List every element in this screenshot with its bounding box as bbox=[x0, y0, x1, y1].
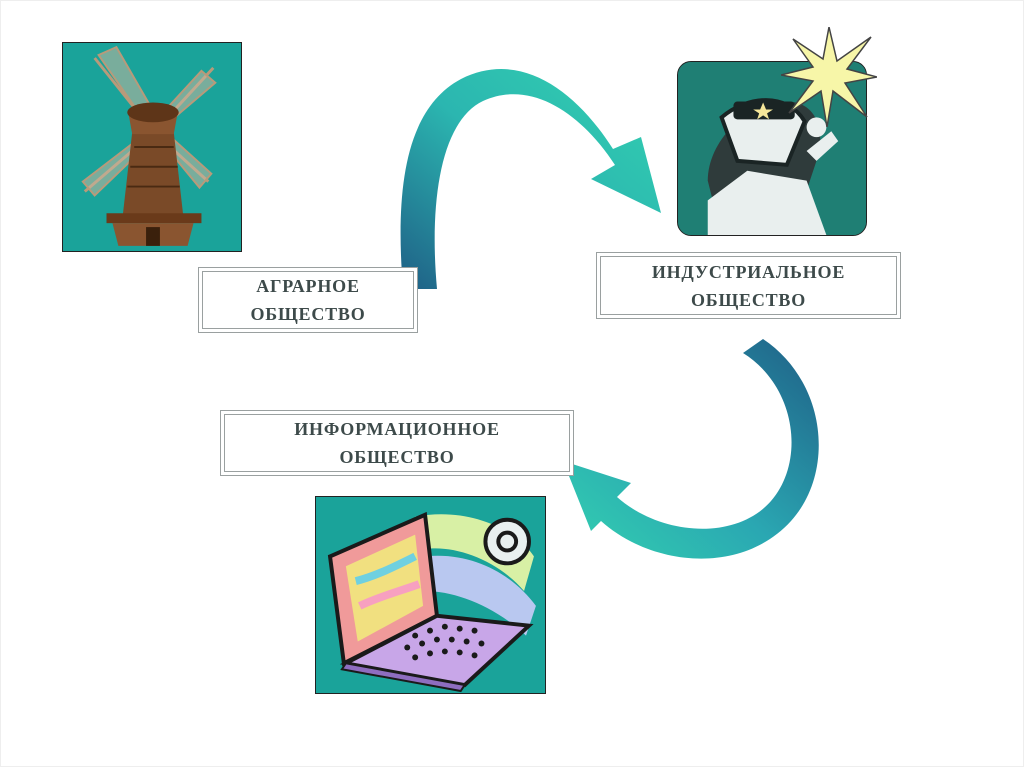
label-information: ИНФОРМАЦИОННОЕ ОБЩЕСТВО bbox=[220, 410, 574, 476]
welder-icon bbox=[678, 62, 866, 235]
laptop-icon bbox=[316, 497, 545, 693]
label-industrial-line2: ОБЩЕСТВО bbox=[690, 289, 807, 310]
label-agrarian-line1: АГРАРНОЕ bbox=[256, 276, 360, 296]
label-industrial-line1: ИНДУСТРИАЛЬНОЕ bbox=[651, 261, 846, 282]
windmill-picture bbox=[62, 42, 242, 252]
label-agrarian: АГРАРНОЕ ОБЩЕСТВО bbox=[198, 267, 418, 333]
windmill-icon bbox=[63, 43, 241, 251]
label-information-line2: ОБЩЕСТВО bbox=[339, 447, 455, 467]
spark-icon bbox=[781, 27, 877, 127]
information-picture bbox=[315, 496, 546, 694]
industrial-picture bbox=[677, 61, 867, 236]
label-agrarian-line2: ОБЩЕСТВО bbox=[250, 304, 366, 324]
arrow-agrarian-to-industrial bbox=[400, 69, 661, 289]
label-information-line1: ИНФОРМАЦИОННОЕ bbox=[294, 419, 500, 439]
label-industrial: ИНДУСТРИАЛЬНОЕ ОБЩЕСТВО bbox=[596, 252, 901, 319]
arrow-industrial-to-information bbox=[563, 339, 819, 559]
